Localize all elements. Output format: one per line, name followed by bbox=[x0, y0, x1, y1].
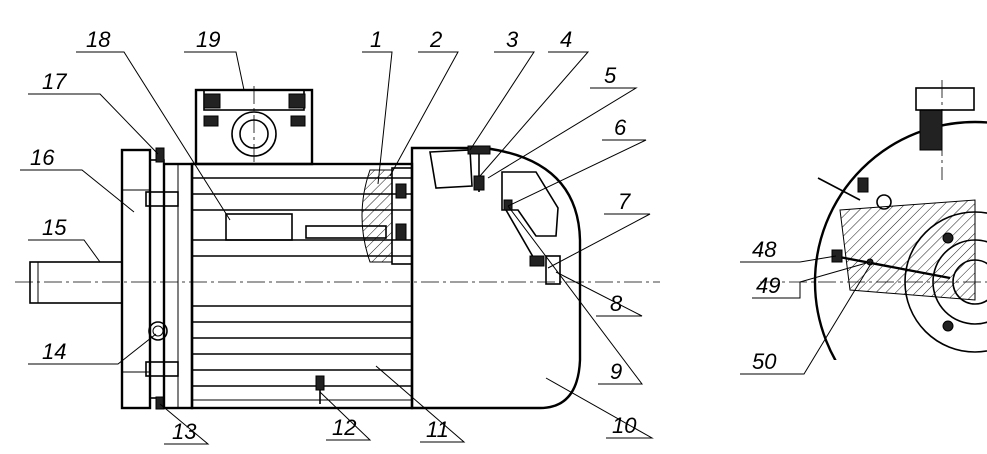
shaft-bore bbox=[952, 259, 987, 305]
callout-1: 1 bbox=[370, 27, 382, 52]
leader-4 bbox=[479, 51, 590, 177]
leader-5 bbox=[487, 87, 638, 179]
callout-8: 8 bbox=[610, 291, 623, 316]
leader-48 bbox=[740, 255, 837, 263]
top-terminal bbox=[915, 87, 975, 111]
earthing-bolt bbox=[148, 321, 168, 341]
callout-2: 2 bbox=[429, 27, 442, 52]
hub-bolt-bottom bbox=[942, 320, 954, 332]
hub-bolt-top bbox=[942, 232, 954, 244]
callout-9: 9 bbox=[610, 359, 622, 384]
leader-11 bbox=[375, 365, 466, 443]
encoder-screw bbox=[473, 175, 485, 191]
leader-lines bbox=[20, 51, 873, 445]
callout-12: 12 bbox=[332, 415, 356, 440]
callout-10: 10 bbox=[612, 413, 637, 438]
callout-14: 14 bbox=[42, 339, 66, 364]
drain-plug bbox=[315, 375, 325, 391]
leader-50 bbox=[740, 261, 873, 375]
leader-8 bbox=[555, 271, 643, 317]
rear-section-view bbox=[760, 80, 987, 360]
release-lever bbox=[833, 254, 951, 280]
callout-19: 19 bbox=[196, 27, 220, 52]
release-lever-upper bbox=[817, 177, 861, 201]
callout-5: 5 bbox=[604, 63, 617, 88]
section-hatched-area bbox=[839, 199, 976, 301]
brake-spring bbox=[503, 199, 513, 211]
earthing-bolt-inner bbox=[152, 325, 164, 337]
leader-2 bbox=[389, 51, 459, 177]
lever-knob bbox=[831, 249, 843, 263]
upper-knob bbox=[857, 177, 869, 193]
callout-16: 16 bbox=[30, 145, 55, 170]
leader-18 bbox=[76, 51, 231, 221]
shaft bbox=[29, 261, 123, 304]
leader-12 bbox=[319, 391, 372, 441]
terminal-box-screw-right-lower bbox=[290, 115, 306, 127]
leader-49 bbox=[752, 261, 871, 299]
callout-13: 13 bbox=[172, 419, 197, 444]
pressure-hole bbox=[876, 194, 892, 210]
callout-7: 7 bbox=[618, 189, 631, 214]
grease-nipple-top bbox=[155, 147, 165, 163]
cowl-outline bbox=[813, 120, 987, 360]
brake-lever bbox=[505, 209, 537, 263]
leader-7 bbox=[547, 213, 651, 269]
leader-17 bbox=[28, 93, 159, 155]
callout-3: 3 bbox=[506, 27, 519, 52]
callout-11: 11 bbox=[426, 417, 449, 442]
hub-ring bbox=[932, 239, 987, 325]
leader-14 bbox=[28, 333, 157, 365]
leader-13 bbox=[159, 403, 210, 445]
terminal-box-screw-right bbox=[288, 93, 306, 109]
brake-hub bbox=[545, 255, 561, 285]
callout-48: 48 bbox=[752, 237, 777, 262]
leader-3 bbox=[469, 51, 535, 151]
bearing-top bbox=[395, 183, 407, 199]
leader-16 bbox=[20, 169, 135, 213]
callout-15: 15 bbox=[42, 215, 67, 240]
nameplate bbox=[225, 213, 293, 241]
motor-side-view bbox=[15, 86, 660, 410]
leader-15 bbox=[28, 239, 101, 263]
fan-cowl bbox=[410, 146, 582, 410]
leader-19 bbox=[184, 51, 245, 91]
fan bbox=[361, 169, 393, 263]
callout-4: 4 bbox=[560, 27, 572, 52]
terminal-box-screw-left bbox=[203, 93, 221, 109]
callout-18: 18 bbox=[86, 27, 111, 52]
terminal-box-screw-left-lower bbox=[203, 115, 219, 127]
rear-end-shield bbox=[391, 167, 413, 265]
callout-labels: 1 2 3 4 5 6 7 8 9 10 11 12 13 14 15 16 1… bbox=[30, 27, 780, 444]
bearing-bottom bbox=[395, 223, 407, 241]
leader-9 bbox=[507, 205, 644, 385]
leader-6 bbox=[507, 139, 647, 207]
cowl-inner-bracket bbox=[429, 149, 473, 189]
callout-49: 49 bbox=[756, 273, 780, 298]
leader-1 bbox=[362, 51, 393, 185]
callout-50: 50 bbox=[752, 349, 777, 374]
callout-6: 6 bbox=[614, 115, 627, 140]
top-terminal-screw bbox=[919, 109, 943, 151]
callout-17: 17 bbox=[42, 69, 67, 94]
brake-disc bbox=[529, 255, 545, 267]
leader-10 bbox=[545, 377, 654, 439]
